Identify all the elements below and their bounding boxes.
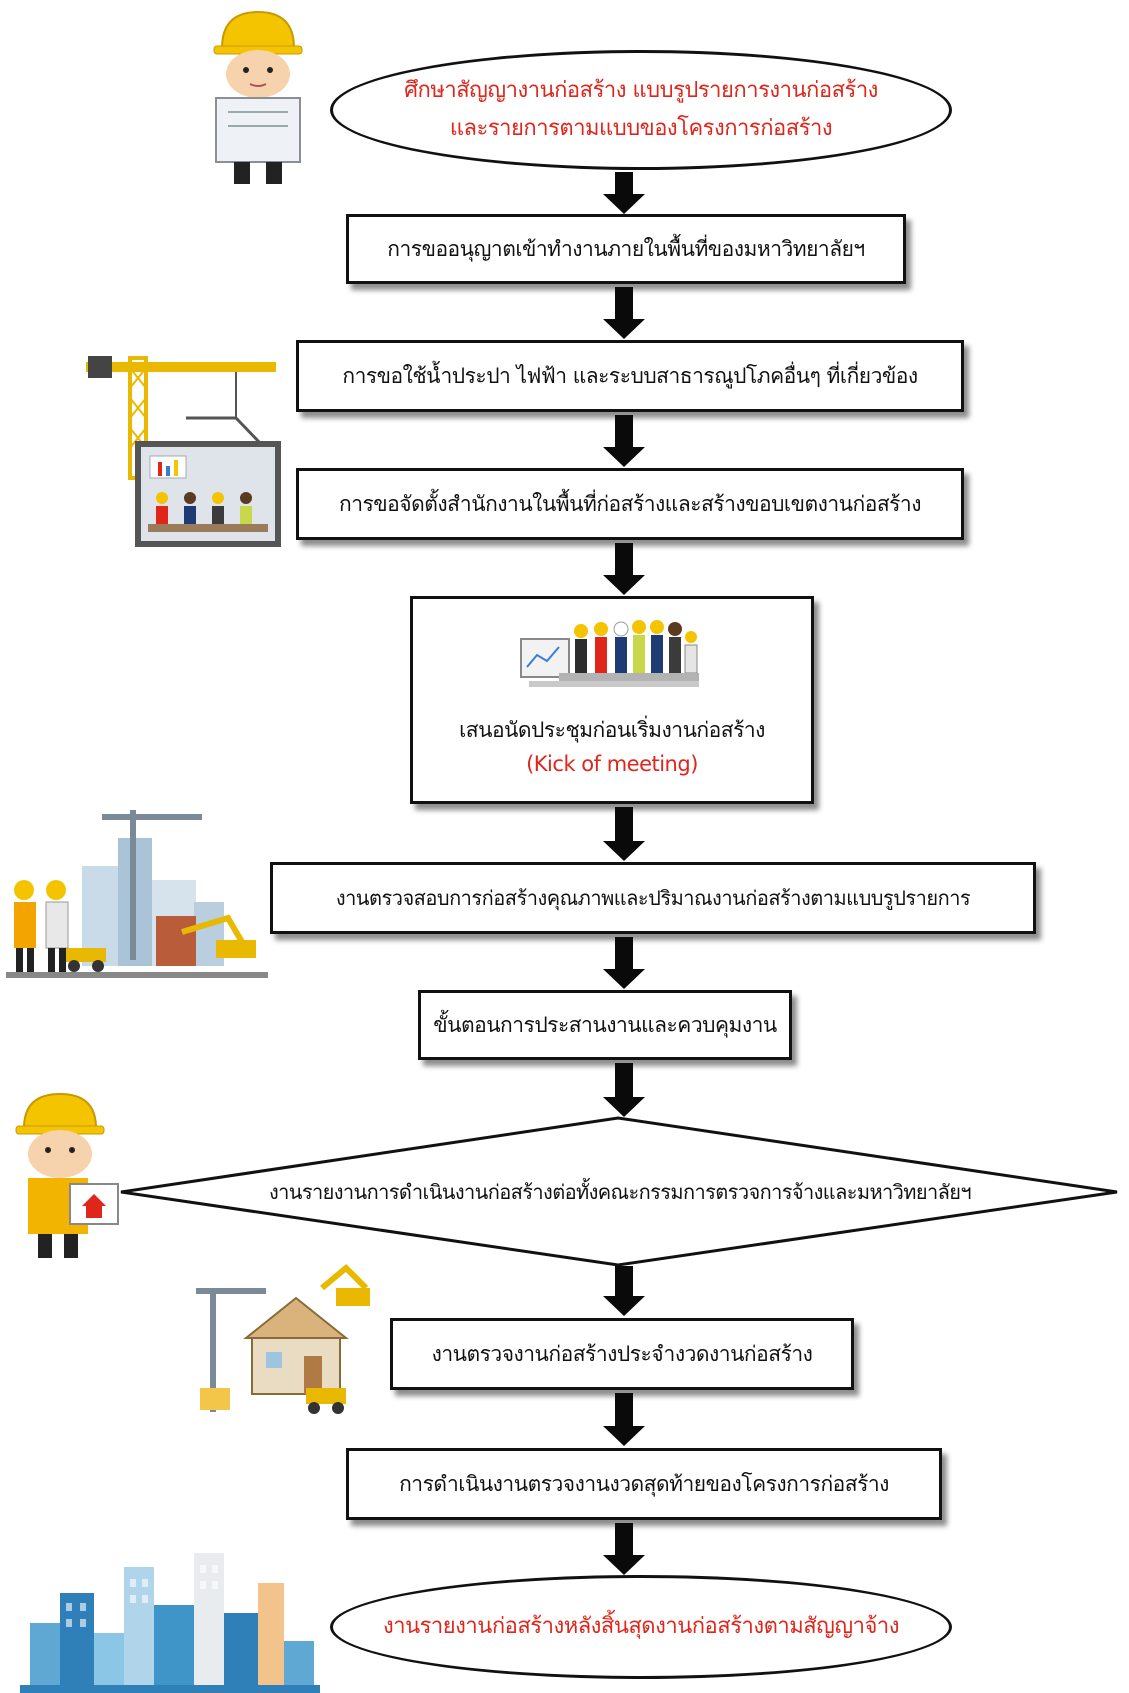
- house-construction-icon: [196, 1263, 370, 1414]
- step-utilities-request-label: การขอใช้น้ำประปา ไฟฟ้า และระบบสาธารณูปโภ…: [342, 363, 918, 388]
- step-final-inspection: การดำเนินงานตรวจงานงวดสุดท้ายของโครงการก…: [346, 1448, 942, 1520]
- step-coordination-label: ขั้นตอนการประสานงานและควบคุมงาน: [433, 1012, 777, 1037]
- start-terminal: ศึกษาสัญญางานก่อสร้าง แบบรูปรายการงานก่อ…: [330, 50, 952, 170]
- end-label: งานรายงานก่อสร้างหลังสิ้นสุดงานก่อสร้างต…: [382, 1614, 900, 1639]
- end-terminal: งานรายงานก่อสร้างหลังสิ้นสุดงานก่อสร้างต…: [330, 1575, 952, 1679]
- decision-report: งานรายงานการดำเนินงานก่อสร้างต่อทั้งคณะก…: [160, 1172, 1080, 1212]
- engineer-sign-icon: [15, 1092, 119, 1258]
- city-buildings-icon: [20, 1553, 320, 1693]
- start-line-1: ศึกษาสัญญางานก่อสร้าง แบบรูปรายการงานก่อ…: [404, 78, 878, 103]
- step-quality-inspection-label: งานตรวจสอบการก่อสร้างคุณภาพและปริมาณงานก…: [335, 886, 971, 910]
- start-line-2: และรายการตามแบบของโครงการก่อสร้าง: [449, 116, 833, 141]
- step-work-permit: การขออนุญาตเข้าทำงานภายในพื้นที่ของมหาวิ…: [346, 214, 906, 284]
- step-kickoff-meeting: เสนอนัดประชุมก่อนเริ่มงานก่อสร้าง (Kick …: [410, 596, 814, 804]
- step-utilities-request: การขอใช้น้ำประปา ไฟฟ้า และระบบสาธารณูปโภ…: [296, 340, 964, 412]
- step-periodic-inspection: งานตรวจงานก่อสร้างประจำงวดงานก่อสร้าง: [390, 1318, 854, 1390]
- workers-site-icon: [6, 810, 268, 978]
- step-work-permit-label: การขออนุญาตเข้าทำงานภายในพื้นที่ของมหาวิ…: [387, 236, 865, 261]
- step-periodic-inspection-label: งานตรวจงานก่อสร้างประจำงวดงานก่อสร้าง: [431, 1341, 813, 1366]
- meeting-line-1: เสนอนัดประชุมก่อนเริ่มงานก่อสร้าง: [459, 718, 765, 742]
- step-final-inspection-label: การดำเนินงานตรวจงานงวดสุดท้ายของโครงการก…: [399, 1471, 889, 1496]
- step-site-office-label: การขอจัดตั้งสำนักงานในพื้นที่ก่อสร้างและ…: [339, 491, 921, 516]
- step-coordination: ขั้นตอนการประสานงานและควบคุมงาน: [418, 990, 792, 1060]
- step-site-office: การขอจัดตั้งสำนักงานในพื้นที่ก่อสร้างและ…: [296, 468, 964, 540]
- decision-report-label: งานรายงานการดำเนินงานก่อสร้างต่อทั้งคณะก…: [268, 1180, 972, 1204]
- meeting-line-2: (Kick of meeting): [526, 752, 698, 776]
- meeting-team-icon: [520, 620, 699, 687]
- crane-office-icon: [86, 356, 281, 547]
- engineer-reading-icon: [213, 10, 303, 184]
- step-quality-inspection: งานตรวจสอบการก่อสร้างคุณภาพและปริมาณงานก…: [270, 862, 1036, 934]
